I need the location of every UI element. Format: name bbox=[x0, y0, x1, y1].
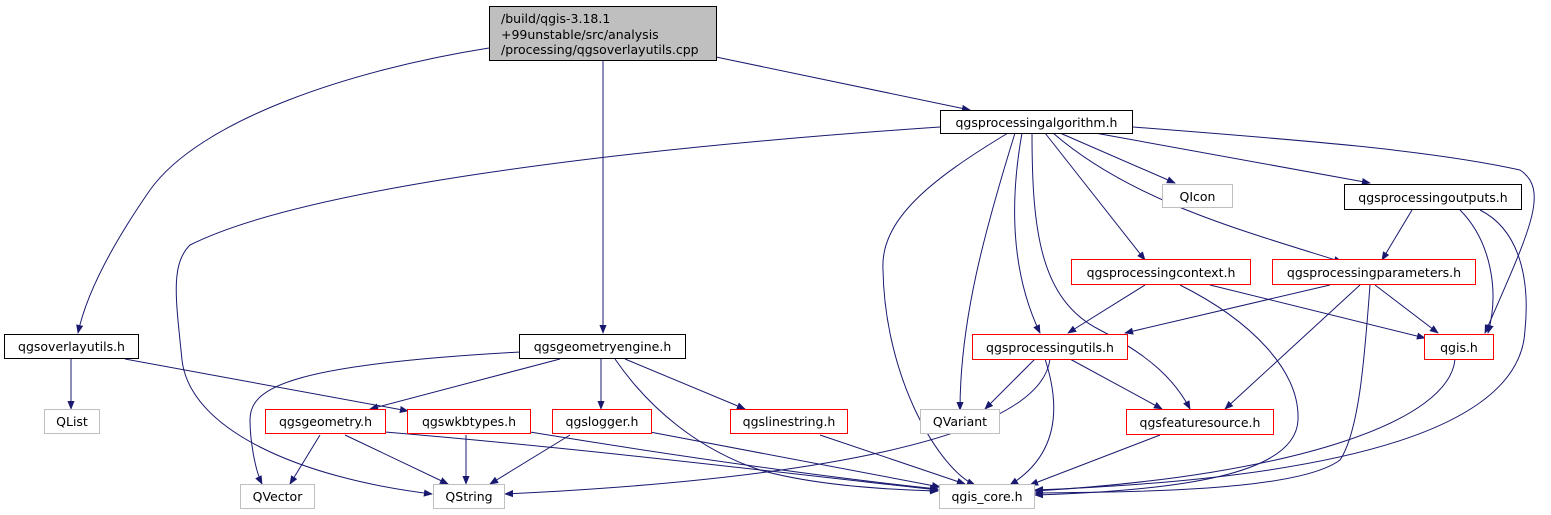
edge-geometryengine-to-qvector bbox=[249, 351, 521, 485]
edge-qgis-to-qgis-core bbox=[1034, 358, 1456, 495]
node-qstring: QString bbox=[433, 484, 505, 509]
edge-context-to-qgis bbox=[1209, 284, 1426, 340]
node-qlist: QList bbox=[44, 409, 100, 434]
node-qgis-h[interactable]: qgis.h bbox=[1424, 334, 1494, 360]
root-file-node[interactable]: /build/qgis-3.18.1 +99unstable/src/analy… bbox=[489, 6, 717, 61]
edge-algorithm-to-qstring bbox=[175, 126, 941, 497]
edge-logger-to-qgis-core bbox=[649, 431, 941, 490]
edge-algorithm-to-parameters bbox=[1052, 132, 1343, 264]
edge-overlayutils-to-wkbtypes bbox=[124, 358, 409, 414]
edge-outputs-to-parameters bbox=[1381, 209, 1413, 261]
edge-algorithm-to-qvariant bbox=[956, 132, 1016, 411]
edge-algorithm-to-context bbox=[1044, 132, 1146, 261]
edge-algorithm-to-featuresource bbox=[1031, 132, 1191, 410]
node-qgsgeometryengine[interactable]: qgsgeometryengine.h bbox=[519, 334, 686, 359]
edge-algorithm-to-qicon bbox=[1059, 132, 1176, 184]
node-qgsfeaturesource[interactable]: qgsfeaturesource.h bbox=[1126, 409, 1274, 435]
edge-parameters-to-qgis bbox=[1374, 284, 1439, 334]
edge-wkbtypes-to-qgis-core bbox=[529, 431, 939, 492]
edge-parameters-to-featuresource bbox=[1224, 284, 1361, 410]
node-qgsprocessingparameters[interactable]: qgsprocessingparameters.h bbox=[1272, 259, 1476, 285]
edge-algorithm-to-qgis-core bbox=[882, 132, 1009, 486]
edge-geometryengine-to-geometry bbox=[369, 358, 561, 411]
edge-geometry-to-qgis-core bbox=[384, 431, 939, 493]
root-path-line-3: /processing/qgsoverlayutils.cpp bbox=[501, 42, 699, 57]
edge-utils-to-qvariant bbox=[984, 358, 1036, 410]
edge-context-to-utils bbox=[1067, 284, 1146, 334]
root-path-line-1: /build/qgis-3.18.1 bbox=[501, 11, 611, 26]
node-qgsprocessingalgorithm[interactable]: qgsprocessingalgorithm.h bbox=[940, 110, 1133, 134]
edge-algorithm-to-qgis bbox=[1132, 126, 1535, 334]
node-qvariant: QVariant bbox=[920, 409, 1000, 434]
node-qgsprocessingoutputs[interactable]: qgsprocessingoutputs.h bbox=[1344, 184, 1522, 210]
node-qgsprocessingutils[interactable]: qgsprocessingutils.h bbox=[972, 334, 1128, 360]
node-qicon: QIcon bbox=[1162, 184, 1233, 208]
edge-linestring-to-qgis-core bbox=[819, 434, 966, 485]
node-qgsoverlayutils-h[interactable]: qgsoverlayutils.h bbox=[4, 334, 139, 359]
node-qgslinestring[interactable]: qgslinestring.h bbox=[730, 409, 848, 434]
node-qgsgeometry[interactable]: qgsgeometry.h bbox=[265, 409, 386, 434]
node-qgslogger[interactable]: qgslogger.h bbox=[552, 409, 652, 434]
edge-geometry-to-qvector bbox=[289, 434, 321, 485]
edge-root-to-algorithm bbox=[715, 56, 971, 112]
node-qgis-core: qgis_core.h bbox=[939, 484, 1035, 509]
edge-algorithm-to-utils bbox=[1014, 132, 1041, 334]
edge-geometry-to-qstring bbox=[344, 434, 449, 485]
edge-featuresource-to-qgis-core bbox=[1029, 434, 1161, 486]
node-qgsprocessingcontext[interactable]: qgsprocessingcontext.h bbox=[1071, 259, 1251, 285]
edge-utils-to-featuresource bbox=[1069, 358, 1163, 410]
edge-utils-to-qgis-core bbox=[1009, 358, 1055, 486]
edge-logger-to-qstring bbox=[489, 434, 571, 485]
edge-geometryengine-to-linestring bbox=[624, 358, 746, 410]
edge-utils-to-qstring bbox=[504, 358, 1051, 498]
edge-context-to-qgis-core bbox=[1034, 284, 1299, 499]
edge-parameters-to-utils bbox=[1124, 284, 1331, 335]
node-qvector: QVector bbox=[240, 484, 315, 509]
root-path-line-2: +99unstable/src/analysis bbox=[501, 26, 659, 42]
edge-parameters-to-qgis-core bbox=[1034, 284, 1371, 497]
edge-algorithm-to-outputs bbox=[1094, 132, 1371, 186]
node-qgswkbtypes[interactable]: qgswkbtypes.h bbox=[407, 409, 531, 434]
edge-outputs-to-qgis bbox=[1459, 209, 1494, 334]
edge-root-to-overlayutils bbox=[76, 47, 490, 334]
